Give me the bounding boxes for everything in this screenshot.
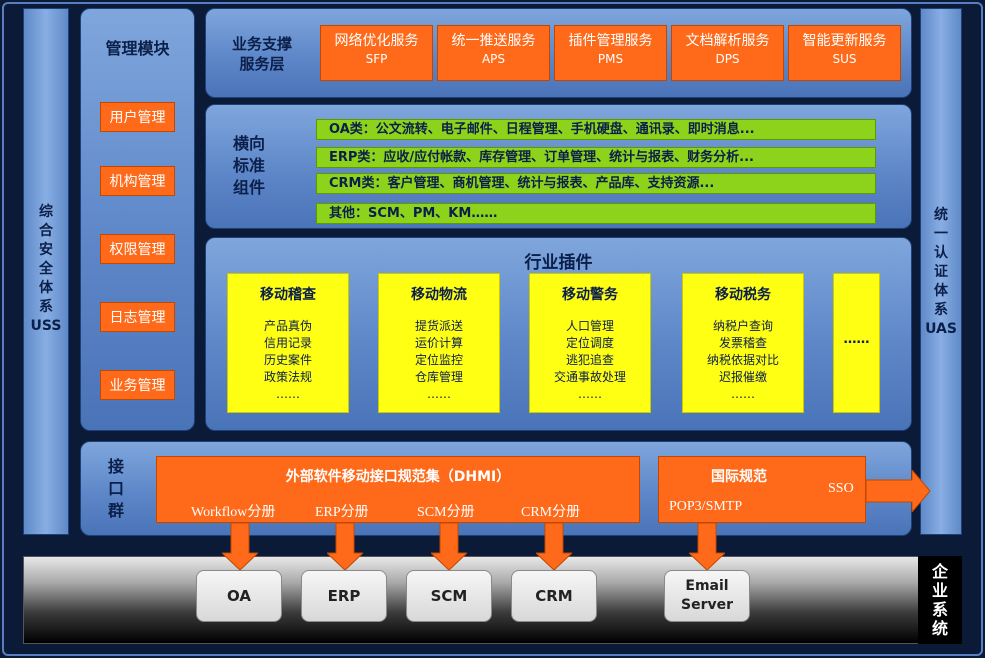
- dhmi-sub-erp: ERP分册: [315, 505, 369, 520]
- service-aps: 统一推送服务 APS: [437, 25, 550, 81]
- service-pms-name: 插件管理服务: [568, 33, 653, 49]
- plugin-card-tax-title: 移动税务: [715, 287, 771, 303]
- mgmt-item-org: 机构管理: [100, 166, 175, 196]
- service-sfp-name: 网络优化服务: [334, 33, 419, 49]
- security-system-label: 综 合 安 全 体 系 USS: [30, 204, 62, 334]
- service-layer-panel: 业务支撑 服务层 网络优化服务 SFP 统一推送服务 APS 插件管理服务 PM…: [205, 8, 912, 98]
- component-row-erp: ERP类：应收/应付帐款、库存管理、订单管理、统计与报表、财务分析...: [316, 147, 876, 168]
- component-row-oa: OA类：公文流转、电子邮件、日程管理、手机硬盘、通讯录、即时消息...: [316, 119, 876, 140]
- arrow-to-scm: [431, 523, 467, 571]
- dhmi-sub-scm: SCM分册: [417, 505, 475, 520]
- plugin-card-inspection-items: 产品真伪 信用记录 历史案件 政策法规 ……: [263, 319, 312, 401]
- system-oa: OA: [196, 570, 282, 622]
- intl-standards-title: 国际规范: [711, 469, 767, 485]
- plugin-card-police: 移动警务 人口管理 定位调度 逃犯追查 交通事故处理 ……: [529, 273, 651, 413]
- industry-plugins-title: 行业插件: [524, 253, 593, 273]
- enterprise-systems-bar: [23, 556, 962, 644]
- service-aps-name: 统一推送服务: [451, 33, 536, 49]
- system-email-server: Email Server: [664, 570, 750, 622]
- service-sfp: 网络优化服务 SFP: [320, 25, 433, 81]
- dhmi-sub-crm: CRM分册: [521, 505, 581, 520]
- auth-system-label: 统 一 认 证 体 系 UAS: [925, 207, 957, 337]
- component-row-other: 其他：SCM、PM、KM……: [316, 203, 876, 224]
- management-module-title: 管理模块: [105, 39, 170, 58]
- service-dps-name: 文档解析服务: [685, 33, 770, 49]
- arrow-to-oa: [222, 523, 258, 571]
- arrow-to-erp: [327, 523, 363, 571]
- component-row-crm: CRM类：客户管理、商机管理、统计与报表、产品库、支持资源...: [316, 173, 876, 194]
- service-aps-code: APS: [481, 52, 506, 66]
- auth-system-column: 统 一 认 证 体 系 UAS: [920, 8, 962, 535]
- plugin-card-tax-items: 纳税户查询 发票稽查 纳税依据对比 迟报催缴 ……: [706, 319, 779, 401]
- industry-plugins-panel: 行业插件 移动稽查 产品真伪 信用记录 历史案件 政策法规 …… 移动物流 提货…: [205, 237, 912, 431]
- system-crm: CRM: [511, 570, 597, 622]
- sso-label: SSO: [828, 481, 854, 496]
- service-pms-code: PMS: [597, 52, 624, 66]
- service-layer-title: 业务支撑 服务层: [231, 35, 292, 73]
- system-erp: ERP: [301, 570, 387, 622]
- plugin-card-logistics-items: 提货派送 运价计算 定位监控 仓库管理 ……: [414, 319, 463, 401]
- intl-standards-block: 国际规范 POP3/SMTP: [658, 456, 866, 523]
- mgmt-item-business: 业务管理: [100, 370, 175, 400]
- service-dps: 文档解析服务 DPS: [671, 25, 784, 81]
- plugin-card-more: ……: [833, 273, 880, 413]
- service-pms: 插件管理服务 PMS: [554, 25, 667, 81]
- management-module-panel: 管理模块 用户管理 机构管理 权限管理 日志管理 业务管理: [80, 8, 195, 431]
- service-sfp-code: SFP: [365, 52, 388, 66]
- intl-pop3-smtp: POP3/SMTP: [669, 499, 743, 514]
- arrow-to-crm: [536, 523, 572, 571]
- mgmt-item-log: 日志管理: [100, 302, 175, 332]
- dhmi-sub-workflow: Workflow分册: [191, 505, 276, 520]
- system-scm: SCM: [406, 570, 492, 622]
- arrow-to-email: [689, 523, 725, 571]
- service-sus-name: 智能更新服务: [802, 33, 887, 49]
- mgmt-item-user: 用户管理: [100, 102, 175, 132]
- plugin-card-police-items: 人口管理 定位调度 逃犯追查 交通事故处理 ……: [553, 319, 626, 401]
- plugin-card-inspection: 移动稽查 产品真伪 信用记录 历史案件 政策法规 ……: [227, 273, 349, 413]
- plugin-card-inspection-title: 移动稽查: [260, 287, 316, 303]
- enterprise-label: 企 业 系 统: [931, 562, 948, 638]
- horizontal-components-title: 横向 标准 组件: [232, 134, 265, 197]
- service-sus-code: SUS: [832, 52, 857, 66]
- dhmi-title: 外部软件移动接口规范集（DHMI）: [285, 469, 511, 485]
- horizontal-components-panel: 横向 标准 组件 OA类：公文流转、电子邮件、日程管理、手机硬盘、通讯录、即时消…: [205, 104, 912, 229]
- service-sus: 智能更新服务 SUS: [788, 25, 901, 81]
- plugin-card-more-label: ……: [843, 332, 870, 347]
- security-system-column: 综 合 安 全 体 系 USS: [23, 8, 69, 535]
- mgmt-item-permission: 权限管理: [100, 234, 175, 264]
- plugin-card-police-title: 移动警务: [562, 287, 618, 303]
- sso-arrow: [866, 470, 931, 512]
- enterprise-label-bg: [918, 556, 962, 644]
- plugin-card-logistics-title: 移动物流: [411, 287, 467, 303]
- interface-group-title: 接 口 群: [107, 457, 124, 520]
- plugin-card-tax: 移动税务 纳税户查询 发票稽查 纳税依据对比 迟报催缴 ……: [682, 273, 804, 413]
- plugin-card-logistics: 移动物流 提货派送 运价计算 定位监控 仓库管理 ……: [378, 273, 500, 413]
- dhmi-block: 外部软件移动接口规范集（DHMI） Workflow分册 ERP分册 SCM分册…: [156, 456, 640, 523]
- service-dps-code: DPS: [715, 52, 740, 66]
